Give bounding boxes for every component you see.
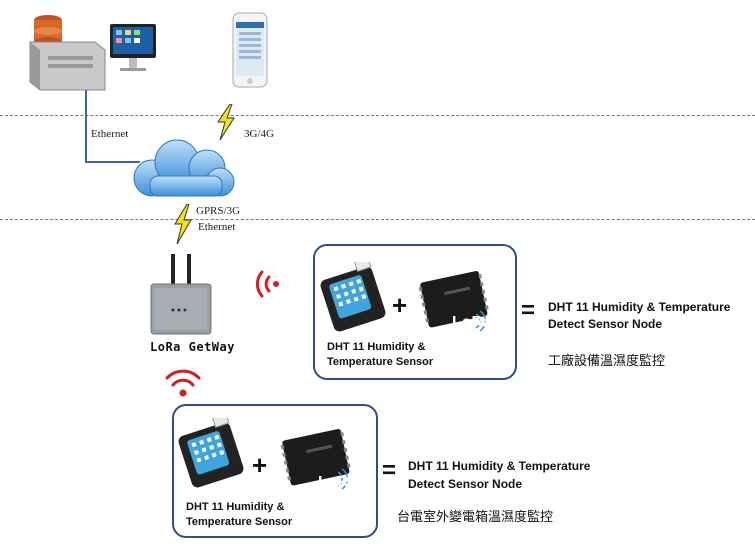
node-title-line1: DHT 11 Humidity & Temperature xyxy=(548,300,731,314)
sensor-caption-line2: Temperature Sensor xyxy=(327,356,434,368)
sensor-caption-line1: DHT 11 Humidity & xyxy=(186,501,285,513)
top-divider xyxy=(0,115,755,116)
equals-sign: = xyxy=(382,457,397,484)
dht11-sensor-icon xyxy=(320,262,386,332)
plus-sign: + xyxy=(252,450,268,480)
lora-module-icon xyxy=(418,271,489,332)
node-title-line2: Detect Sensor Node xyxy=(548,317,663,331)
gateway-label: LoRa GetWay xyxy=(150,340,235,354)
middle-divider xyxy=(0,219,755,220)
ethernet-line xyxy=(85,90,140,163)
location-label: 工廠設備溫濕度監控 xyxy=(548,354,666,369)
mobile-network-label: 3G/4G xyxy=(244,128,274,140)
sensor-caption-line1: DHT 11 Humidity & xyxy=(327,341,426,353)
sensor-caption-line2: Temperature Sensor xyxy=(186,516,293,528)
lora-module-icon xyxy=(280,429,351,490)
cloud-icon xyxy=(133,139,235,197)
server-pc-icon xyxy=(29,15,156,91)
equals-sign: = xyxy=(521,297,536,324)
lora-brand-label: LoRa xyxy=(452,314,492,331)
smartphone-icon xyxy=(232,12,268,88)
lightning-icon xyxy=(217,104,235,140)
node-title-line2: Detect Sensor Node xyxy=(408,477,523,491)
plus-sign: + xyxy=(392,290,408,320)
lightning-icon xyxy=(174,204,192,244)
lora-brand-label: LoRa xyxy=(318,474,358,491)
location-label: 台電室外變電箱溫濕度監控 xyxy=(397,510,554,525)
wireless-signal-icon xyxy=(255,270,279,298)
ethernet2-label: Ethernet xyxy=(198,221,236,233)
wireless-signal-icon xyxy=(165,369,201,397)
ethernet-label: Ethernet xyxy=(91,128,129,140)
dht11-sensor-icon xyxy=(178,418,244,488)
gprs-label: GPRS/3G xyxy=(196,205,241,217)
node-title-line1: DHT 11 Humidity & Temperature xyxy=(408,459,591,473)
gateway-device-icon xyxy=(150,254,212,335)
